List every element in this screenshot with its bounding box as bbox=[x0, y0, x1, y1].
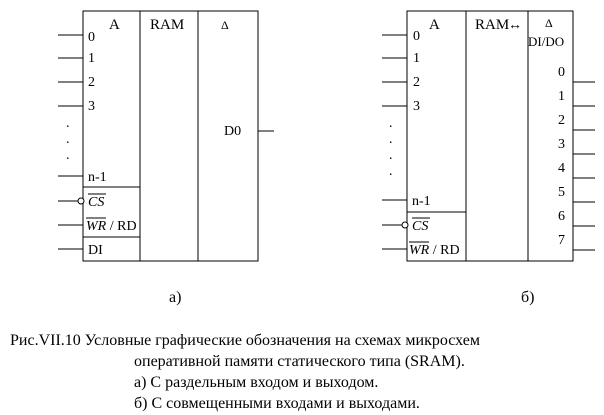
diagram-b: A RAM ↔ Δ DI/DO 0 1 2 3 . . . . n-1 CS W… bbox=[382, 10, 595, 306]
diagram-b-caption: б) bbox=[521, 289, 534, 306]
chip-b-pin-label-0: 0 bbox=[413, 29, 420, 44]
chip-b-io-pin-label-6: 6 bbox=[558, 209, 565, 224]
chip-b-io-pin-label-5: 5 bbox=[558, 185, 565, 200]
chip-b-io-pin-label-2: 2 bbox=[558, 113, 565, 128]
figure-caption: Рис.VII.10 Условные графические обозначе… bbox=[0, 330, 604, 414]
chip-b-address-label: A bbox=[429, 17, 440, 33]
figure-caption-line-2: оперативной памяти статического типа (SR… bbox=[134, 353, 465, 370]
chip-a-type-label: RAM bbox=[150, 17, 184, 33]
chip-b-pin-label-2: 2 bbox=[413, 75, 420, 90]
chip-b-dot-4: . bbox=[389, 164, 393, 179]
chip-b-pin-label-1: 1 bbox=[413, 51, 420, 66]
chip-a-rd-text: / RD bbox=[106, 219, 136, 234]
chip-a-dot-2: . bbox=[66, 132, 70, 147]
chip-b-type-label: RAM bbox=[475, 17, 509, 33]
chip-a-dot-1: . bbox=[66, 116, 70, 131]
chip-b-rd-text: / RD bbox=[429, 243, 459, 258]
chip-a-wr-text: WR bbox=[86, 219, 107, 234]
chip-a-pin-label-3: 3 bbox=[88, 99, 95, 114]
chip-a-symbol: Δ bbox=[221, 18, 229, 32]
chip-b-io-label: DI/DO bbox=[528, 34, 564, 49]
chip-b-body bbox=[406, 10, 574, 262]
chip-a-body bbox=[82, 10, 259, 262]
chip-a-pin-label-1: 1 bbox=[88, 51, 95, 66]
chip-a-cs-inversion-bubble bbox=[77, 197, 85, 205]
chip-b-io-pin-label-4: 4 bbox=[558, 161, 565, 176]
figure-caption-line-1: Рис.VII.10 Условные графические обозначе… bbox=[10, 332, 480, 349]
chip-a-output-label: D0 bbox=[224, 124, 241, 139]
chip-b-dot-2: . bbox=[389, 132, 393, 147]
chip-a-pin-label-2: 2 bbox=[88, 75, 95, 90]
chip-b-dot-1: . bbox=[389, 116, 393, 131]
chip-b-pin-label-n1: n-1 bbox=[412, 194, 431, 209]
chip-a-dot-3: . bbox=[66, 148, 70, 163]
figure-caption-line-3: а) С раздельным входом и выходом. bbox=[134, 374, 379, 391]
chip-b-pin-label-3: 3 bbox=[413, 99, 420, 114]
chip-b-bidir-arrow-icon: ↔ bbox=[508, 18, 522, 33]
chip-a-wr-label: WR / RD bbox=[86, 219, 137, 234]
chip-b-symbol: Δ bbox=[545, 16, 553, 30]
chip-b-io-pin-label-1: 1 bbox=[558, 89, 565, 104]
chip-b-dot-3: . bbox=[389, 148, 393, 163]
chip-a-pin-label-n1: n-1 bbox=[88, 170, 107, 185]
chip-b-cs-inversion-bubble bbox=[401, 221, 409, 229]
chip-a-di-label: DI bbox=[88, 243, 103, 258]
chip-b-io-pin-label-3: 3 bbox=[558, 137, 565, 152]
diagram-a: A RAM Δ 0 1 2 3 . . . n-1 CS WR / RD DI … bbox=[58, 10, 274, 306]
figure-caption-line-4: б) С совмещенными входами и выходами. bbox=[134, 395, 420, 412]
chip-b-io-pin-label-7: 7 bbox=[558, 233, 565, 248]
chip-b-io-pin-label-0: 0 bbox=[558, 65, 565, 80]
chip-b-wr-label: WR / RD bbox=[409, 243, 460, 258]
chip-a-address-label: A bbox=[109, 17, 120, 33]
chip-a-pin-label-0: 0 bbox=[88, 30, 95, 45]
diagram-a-caption: а) bbox=[169, 289, 181, 306]
chip-b-cs-label: CS bbox=[412, 219, 428, 234]
chip-b-wr-text: WR bbox=[409, 243, 430, 258]
chip-a-cs-label: CS bbox=[88, 195, 104, 210]
